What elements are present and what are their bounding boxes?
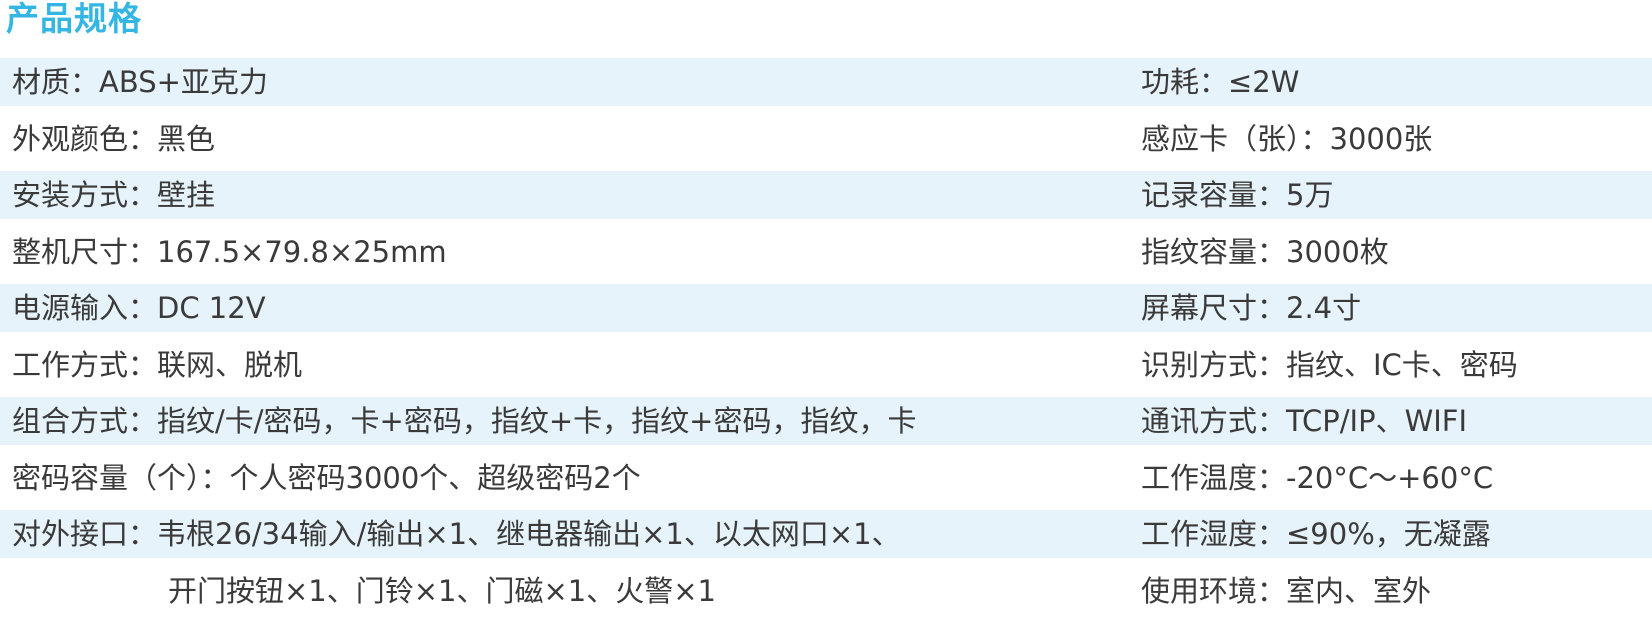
spec-row: 安装方式：壁挂 记录容量：5万 xyxy=(0,169,1652,226)
spec-row: 电源输入：DC 12V 屏幕尺寸：2.4寸 xyxy=(0,282,1652,339)
spec-row: 工作方式：联网、脱机 识别方式：指纹、IC卡、密码 xyxy=(0,339,1652,396)
spec-right-fingerprint-capacity: 指纹容量：3000枚 xyxy=(1141,234,1389,269)
spec-left-combination: 组合方式：指纹/卡/密码，卡+密码，指纹+卡，指纹+密码，指纹，卡 xyxy=(12,404,917,438)
spec-left-power-input: 电源输入：DC 12V xyxy=(12,291,266,325)
spec-right-screen-size: 屏幕尺寸：2.4寸 xyxy=(1141,291,1362,325)
spec-right-card-capacity: 感应卡（张）：3000张 xyxy=(1141,121,1433,156)
spec-right-record-capacity: 记录容量：5万 xyxy=(1141,178,1334,212)
spec-left-mounting: 安装方式：壁挂 xyxy=(12,178,216,212)
section-title: 产品规格 xyxy=(6,0,142,38)
spec-right-identification: 识别方式：指纹、IC卡、密码 xyxy=(1141,347,1518,382)
spec-left-interfaces: 对外接口：韦根26/34输入/输出×1、继电器输出×1、以太网口×1、 xyxy=(12,517,901,551)
spec-row: 组合方式：指纹/卡/密码，卡+密码，指纹+卡，指纹+密码，指纹，卡 通讯方式：T… xyxy=(0,395,1652,452)
spec-row: 开门按钮×1、门铃×1、门磁×1、火警×1 使用环境：室内、室外 xyxy=(0,565,1652,622)
spec-left-color: 外观颜色：黑色 xyxy=(12,121,216,156)
spec-left-work-mode: 工作方式：联网、脱机 xyxy=(12,347,303,382)
spec-table: 材质：ABS+亚克力 功耗：≤2W 外观颜色：黑色 感应卡（张）：3000张 安… xyxy=(0,56,1652,621)
spec-right-power: 功耗：≤2W xyxy=(1141,65,1300,99)
spec-row: 外观颜色：黑色 感应卡（张）：3000张 xyxy=(0,113,1652,170)
spec-right-communication: 通讯方式：TCP/IP、WIFI xyxy=(1141,404,1468,438)
spec-right-environment: 使用环境：室内、室外 xyxy=(1141,573,1432,608)
spec-left-interfaces-continued: 开门按钮×1、门铃×1、门磁×1、火警×1 xyxy=(168,573,716,608)
spec-left-dimensions: 整机尺寸：167.5×79.8×25mm xyxy=(12,234,447,269)
spec-right-temperature: 工作温度：-20°C～+60°C xyxy=(1141,460,1494,495)
spec-right-humidity: 工作湿度：≤90%，无凝露 xyxy=(1141,517,1491,551)
spec-left-password-capacity: 密码容量（个）：个人密码3000个、超级密码2个 xyxy=(12,460,641,495)
spec-row: 密码容量（个）：个人密码3000个、超级密码2个 工作温度：-20°C～+60°… xyxy=(0,452,1652,509)
spec-left-material: 材质：ABS+亚克力 xyxy=(12,65,268,99)
spec-row: 对外接口：韦根26/34输入/输出×1、继电器输出×1、以太网口×1、 工作湿度… xyxy=(0,508,1652,565)
spec-row: 整机尺寸：167.5×79.8×25mm 指纹容量：3000枚 xyxy=(0,226,1652,283)
spec-row: 材质：ABS+亚克力 功耗：≤2W xyxy=(0,56,1652,113)
